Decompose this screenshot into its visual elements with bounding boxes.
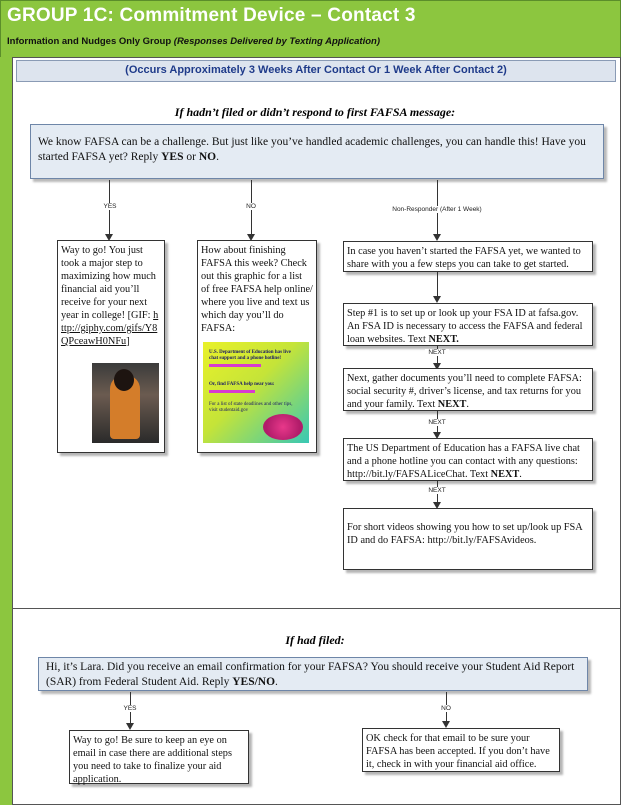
label-filed-no: NO xyxy=(435,705,457,712)
arrow-filed-yes xyxy=(126,723,134,730)
arrow-nr-3 xyxy=(433,502,441,509)
section1-message-no: NO xyxy=(198,151,217,163)
graphic-decoration xyxy=(263,414,303,440)
section1-heading: If hadn’t filed or didn’t respond to fir… xyxy=(174,105,456,119)
graphic-line-2: Or, find FAFSA help near you: xyxy=(209,382,275,387)
nr-step-1-bold: NEXT. xyxy=(428,334,459,345)
filed-no-box: OK check for that email to be sure your … xyxy=(362,728,560,772)
label-next-2: NEXT xyxy=(425,419,449,426)
yes-response-box: Way to go! You just took a major step to… xyxy=(57,240,165,453)
nr-step-2-end: . xyxy=(466,399,469,410)
filed-no-text: OK check for that email to be sure your … xyxy=(366,733,550,770)
section1-message-text: We know FAFSA can be a challenge. But ju… xyxy=(38,136,586,163)
page-header: GROUP 1C: Commitment Device – Contact 3 … xyxy=(0,0,621,58)
yes-response-text: Way to go! You just took a major step to… xyxy=(61,245,156,321)
label-yes: YES xyxy=(95,203,125,210)
arrow-filed-no xyxy=(442,721,450,728)
arrow-nonresponder xyxy=(433,234,441,241)
section2-heading: If had filed: xyxy=(285,633,345,647)
subtitle-main: Information and Nudges Only Group xyxy=(7,36,174,47)
arrow-no xyxy=(247,234,255,241)
timing-banner: (Occurs Approximately 3 Weeks After Cont… xyxy=(16,60,616,82)
nr-step-2-bold: NEXT xyxy=(437,399,467,410)
section1-message-or: or xyxy=(183,151,199,163)
timing-banner-text: (Occurs Approximately 3 Weeks After Cont… xyxy=(125,64,507,76)
nr-step-2-text: Next, gather documents you’ll need to co… xyxy=(347,373,582,410)
sidebar-bar xyxy=(0,57,12,805)
section2-message-text: Hi, it’s Lara. Did you receive an email … xyxy=(46,661,575,688)
arrow-nr-0 xyxy=(433,296,441,303)
arrow-nr-2 xyxy=(433,432,441,439)
yes-response-end: ] xyxy=(126,336,130,347)
celebration-gif-image xyxy=(92,363,159,443)
connector-nr-0 xyxy=(437,272,438,297)
no-response-box: How about finishing FAFSA this week? Che… xyxy=(197,240,317,453)
subtitle-note: (Responses Delivered by Texting Applicat… xyxy=(173,36,381,47)
gif-link[interactable]: http://giphy.com/gifs/Y8QPceawH0NFu xyxy=(61,310,159,347)
arrow-nr-1 xyxy=(433,363,441,370)
nr-step-3-bold: NEXT xyxy=(490,469,520,480)
section-divider xyxy=(12,608,620,609)
label-no: NO xyxy=(238,203,264,210)
nr-step-0-text: In case you haven’t started the FAFSA ye… xyxy=(347,246,581,270)
label-filed-yes: YES xyxy=(117,705,143,712)
nr-step-3-text: The US Department of Education has a FAF… xyxy=(347,443,580,480)
section2-message-bold: YES/NO xyxy=(232,676,276,688)
nr-step-1-text: Step #1 is to set up or look up your FSA… xyxy=(347,308,583,345)
graphic-link-bar-1 xyxy=(209,364,261,367)
section1-message: We know FAFSA can be a challenge. But ju… xyxy=(30,124,604,179)
nr-step-4: For short videos showing you how to set … xyxy=(343,508,593,570)
arrow-yes xyxy=(105,234,113,241)
section2-message: Hi, it’s Lara. Did you receive an email … xyxy=(38,657,588,691)
label-next-3: NEXT xyxy=(425,487,449,494)
gif-figure-head xyxy=(114,369,134,391)
graphic-line-3: For a list of state deadlines and other … xyxy=(209,402,293,413)
filed-yes-box: Way to go! Be sure to keep an eye on ema… xyxy=(69,730,249,785)
nr-step-4-text: For short videos showing you how to set … xyxy=(347,522,583,546)
page-subtitle: Information and Nudges Only Group (Respo… xyxy=(7,36,380,47)
label-nonresponder: Non-Responder (After 1 Week) xyxy=(372,206,502,213)
nr-step-3: The US Department of Education has a FAF… xyxy=(343,438,593,481)
nr-step-0: In case you haven’t started the FAFSA ye… xyxy=(343,241,593,272)
no-response-text: How about finishing FAFSA this week? Che… xyxy=(201,245,313,334)
nr-step-3-end: . xyxy=(519,469,522,480)
nr-step-2: Next, gather documents you’ll need to co… xyxy=(343,368,593,411)
graphic-line-1: U.S. Department of Education has live ch… xyxy=(209,350,291,361)
graphic-link-bar-2 xyxy=(209,390,255,393)
nr-step-1: Step #1 is to set up or look up your FSA… xyxy=(343,303,593,346)
section1-message-end: . xyxy=(216,151,219,163)
section1-message-yes: YES xyxy=(161,151,184,163)
section2-message-end: . xyxy=(275,676,278,688)
fafsa-help-graphic: U.S. Department of Education has live ch… xyxy=(203,342,309,443)
label-next-1: NEXT xyxy=(425,349,449,356)
page-title: GROUP 1C: Commitment Device – Contact 3 xyxy=(7,5,416,26)
filed-yes-text: Way to go! Be sure to keep an eye on ema… xyxy=(73,735,232,785)
